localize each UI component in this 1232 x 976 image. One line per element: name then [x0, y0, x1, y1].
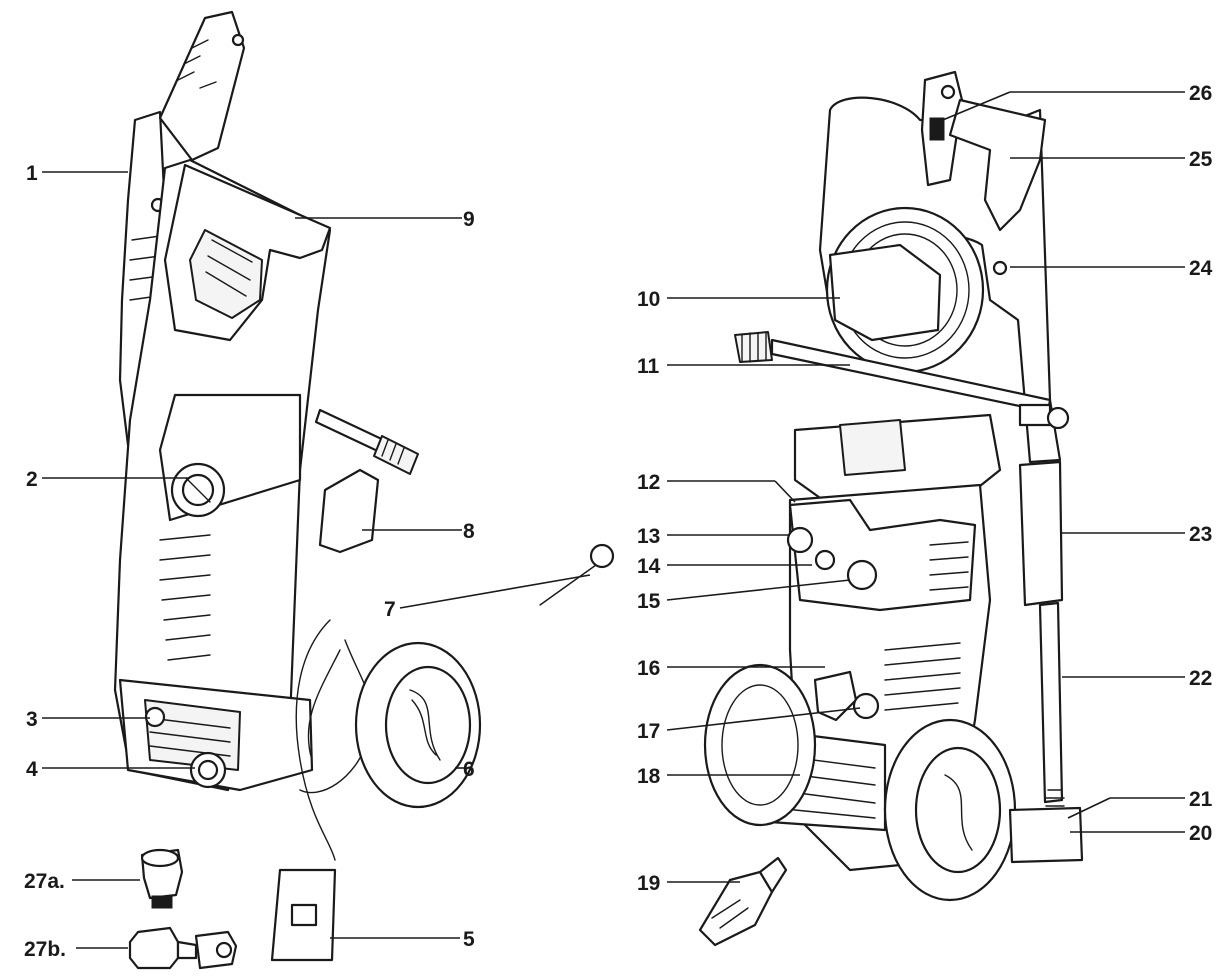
- callout-6: 6: [463, 758, 475, 781]
- callout-21: 21: [1189, 788, 1213, 811]
- hose-holder: [318, 468, 380, 554]
- callout-20: 20: [1189, 822, 1212, 845]
- callout-3: 3: [26, 708, 38, 731]
- turbo-nozzle: [698, 856, 788, 947]
- adapter-27a: [140, 848, 184, 909]
- front-lance: [314, 408, 419, 475]
- front-view-illustration: [113, 10, 482, 962]
- callout-7: 7: [384, 598, 396, 621]
- callout-5: 5: [463, 928, 475, 951]
- callout-11: 11: [637, 355, 660, 378]
- callout-13: 13: [637, 525, 660, 548]
- callout-19: 19: [637, 872, 660, 895]
- back-side-tube: [1008, 460, 1084, 864]
- water-inlet-and-outlet: [144, 706, 227, 789]
- front-main-body: [113, 158, 332, 792]
- callout-14: 14: [637, 555, 661, 578]
- callout-8: 8: [463, 520, 475, 543]
- callout-16: 16: [637, 657, 660, 680]
- hose-reel: [825, 206, 985, 374]
- spare-o-ring: [539, 543, 615, 606]
- callout-18: 18: [637, 765, 661, 788]
- power-cord-and-plug: [270, 619, 373, 962]
- callout-27b: 27b.: [24, 938, 66, 961]
- callout-9: 9: [463, 208, 475, 231]
- adapter-27b: [128, 926, 238, 970]
- callout-24: 24: [1189, 257, 1213, 280]
- callout-2: 2: [26, 468, 38, 491]
- back-handle-and-gun: [818, 70, 1062, 464]
- callout-1: 1: [26, 162, 38, 185]
- callout-4: 4: [26, 758, 38, 781]
- callout-26: 26: [1189, 82, 1212, 105]
- callout-17: 17: [637, 720, 660, 743]
- callout-23: 23: [1189, 523, 1212, 546]
- back-lance: [734, 331, 1070, 430]
- front-wheel: [354, 641, 482, 809]
- spray-gun: [118, 10, 246, 447]
- callout-25: 25: [1189, 148, 1213, 171]
- callout-12: 12: [637, 471, 660, 494]
- callout-leaders: [42, 91, 1185, 939]
- callout-15: 15: [637, 590, 661, 613]
- callout-27a: 27a.: [24, 870, 65, 893]
- back-wheels: [703, 663, 1017, 902]
- pressure-dial: [170, 462, 226, 518]
- callout-numbers: 1 2 3 4 5 6 7 8 9 10 11 12 13 14 15 16 1…: [24, 82, 1213, 961]
- callout-10: 10: [637, 288, 660, 311]
- back-view-illustration: [703, 70, 1084, 902]
- callout-22: 22: [1189, 667, 1212, 690]
